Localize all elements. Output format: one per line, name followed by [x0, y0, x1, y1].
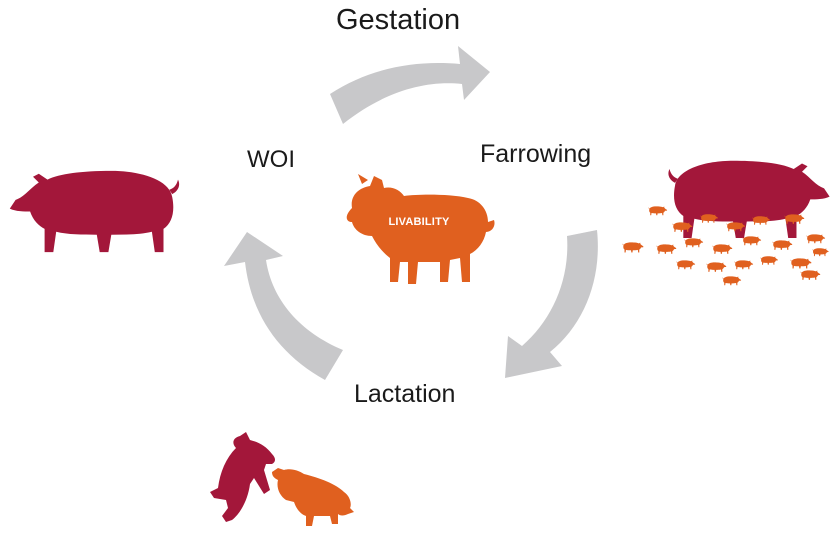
stage-label-woi: WOI — [247, 146, 295, 173]
two-piglets-playing-icon — [210, 432, 354, 526]
stage-label-gestation: Gestation — [336, 4, 461, 36]
stage-label-farrowing: Farrowing — [480, 140, 592, 168]
sow-with-litter-icon — [622, 160, 830, 286]
piglet-icon — [346, 174, 495, 284]
farrowing-arrow — [505, 230, 598, 378]
gestation-arrow — [330, 46, 490, 124]
livability-label: LIVABILITY — [388, 216, 450, 228]
sow-icon — [9, 170, 180, 253]
woi-arrow — [224, 232, 343, 380]
stage-label-lactation: Lactation — [354, 380, 456, 408]
